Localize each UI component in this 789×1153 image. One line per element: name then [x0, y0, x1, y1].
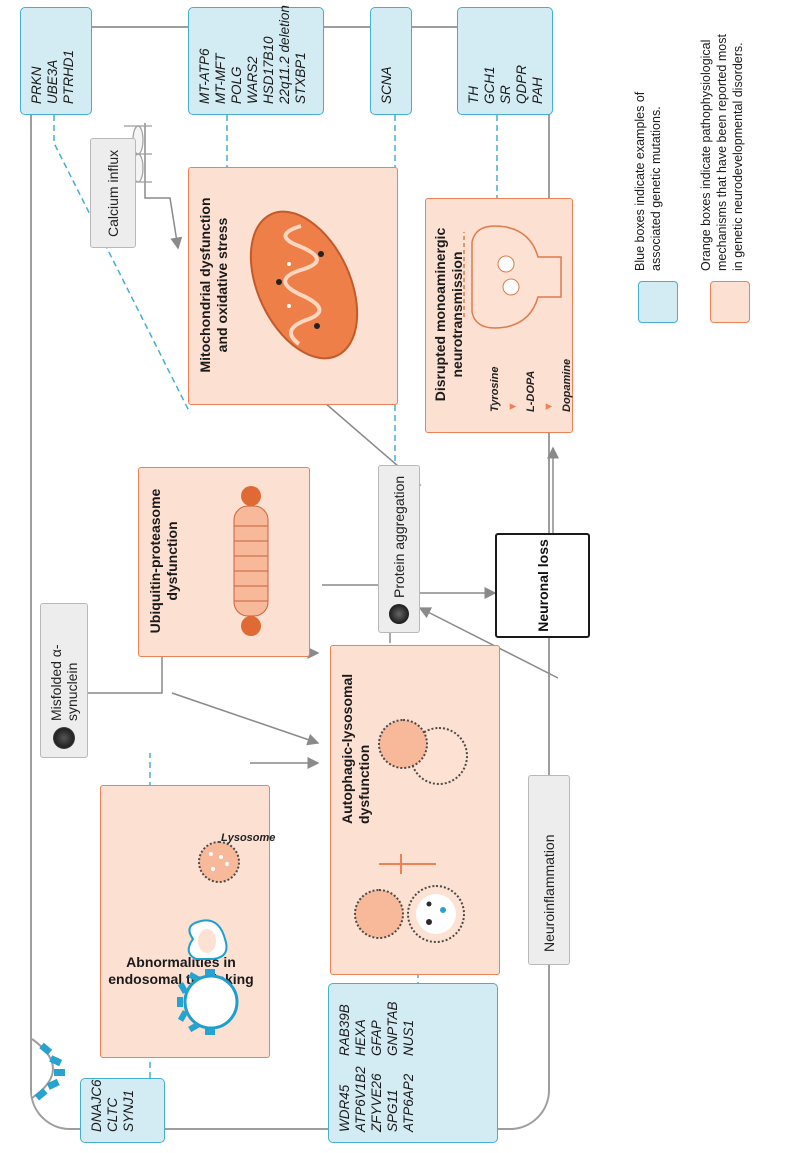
gene-label: WDR45: [337, 1084, 352, 1132]
gene-label: WARS2: [245, 56, 260, 104]
gene-label: DNAJC6: [89, 1079, 104, 1132]
arrow-calcium-to-mitochondria: [144, 123, 183, 250]
gene-label: ATP6AP2: [401, 1073, 416, 1132]
box-endosomal-trafficking: Abnormalities in endosomal trafficking L…: [100, 785, 275, 1058]
legend: Blue boxes indicate examples of associat…: [620, 13, 770, 323]
gene-label: 22q11.2 deletion: [277, 5, 292, 104]
gene-label: STXBP1: [293, 52, 308, 104]
misfolded-synuclein-label: Misfolded α-synuclein: [48, 644, 80, 721]
gene-label: ATP6V1B2: [353, 1066, 368, 1132]
legend-item-orange: Orange boxes indicate pathophysiological…: [692, 13, 764, 323]
aggregate-icon: [389, 604, 409, 624]
box-protein-aggregation: Protein aggregation: [378, 465, 420, 633]
legend-item-blue: Blue boxes indicate examples of associat…: [620, 13, 684, 323]
box-ubiquitin-proteasome: Ubiquitin-proteasome dysfunction: [138, 467, 310, 657]
arrow-misfolded-to-autophagic: [171, 692, 320, 746]
gene-label: SCNA: [379, 66, 394, 104]
gene-label: MT-MFT: [213, 53, 228, 105]
legend-swatch-blue: [638, 281, 678, 323]
neuroinflammation-label: Neuroinflammation: [541, 834, 557, 953]
gene-label: SR: [498, 85, 513, 104]
gene-label: GNPTAB: [385, 1001, 400, 1056]
box-mitochondrial-dysfunction: Mitochondrial dysfunction and oxidative …: [188, 167, 398, 405]
gene-list-protein-aggregation: SCNA: [379, 18, 395, 104]
synapse-icon: [463, 225, 562, 329]
proteasome-icon: [233, 486, 269, 636]
gene-label: POLG: [229, 66, 244, 104]
legend-text-blue: Blue boxes indicate examples of associat…: [633, 91, 663, 271]
pathway-arrow-2: ▼: [543, 401, 555, 412]
box-misfolded-synuclein: Misfolded α-synuclein: [40, 603, 88, 758]
synuclein-tangle-icon: [53, 727, 75, 749]
mitochondrion-icon: [249, 210, 359, 360]
dopamine-pathway: Tyrosine ▼ L-DOPA ▼ Dopamine: [486, 322, 576, 412]
box-neuronal-loss: Neuronal loss: [495, 533, 590, 638]
gene-label: PRKN: [29, 66, 44, 104]
tyrosine-label: Tyrosine: [489, 366, 501, 412]
box-neuroinflammation: Neuroinflammation: [528, 775, 570, 965]
gene-label: PTRHD1: [61, 49, 76, 104]
legend-text-orange: Orange boxes indicate pathophysiological…: [699, 34, 745, 271]
gene-label: PAH: [530, 77, 545, 104]
gene-label: HSD17B10: [261, 36, 276, 104]
gene-label: MT-ATP6: [197, 48, 212, 104]
gene-label: RAB39B: [337, 1004, 352, 1056]
neuronal-loss-label: Neuronal loss: [534, 539, 551, 632]
dopamine-label: Dopamine: [561, 358, 573, 412]
gene-label: UBE3A: [45, 59, 60, 104]
autophagosome-icon: [354, 719, 468, 943]
ldopa-label: L-DOPA: [525, 370, 537, 412]
box-monoaminergic-neurotransmission: Disrupted monoaminergic neurotransmissio…: [425, 198, 573, 433]
pathway-arrow-1: ▼: [507, 401, 519, 412]
calcium-influx-label: Calcium influx: [105, 149, 121, 237]
gene-label: HEXA: [353, 1019, 368, 1056]
gene-label: SYNJ1: [121, 1089, 136, 1132]
gene-label: ZFYVE26: [369, 1073, 384, 1132]
gene-label: SPG11: [385, 1089, 400, 1132]
gene-label: CLTC: [105, 1097, 120, 1132]
legend-swatch-orange: [710, 281, 750, 323]
endosome-vesicle-icon: [177, 841, 240, 1035]
lysosome-label: Lysosome: [221, 832, 276, 844]
gene-label: QDPR: [514, 64, 529, 104]
protein-aggregation-label: Protein aggregation: [391, 475, 407, 598]
gene-label: GCH1: [482, 66, 497, 104]
gene-label: GFAP: [369, 1020, 384, 1056]
gene-box-protein-aggregation: SCNA: [370, 7, 412, 115]
box-calcium-influx: Calcium influx: [90, 138, 136, 248]
arrow-inflammation-to-aggregation: [418, 607, 559, 679]
box-autophagic-lysosomal: Autophagic-lysosomal dysfunction: [330, 645, 500, 975]
gene-label: NUS1: [401, 1019, 416, 1056]
gene-label: TH: [466, 86, 481, 104]
